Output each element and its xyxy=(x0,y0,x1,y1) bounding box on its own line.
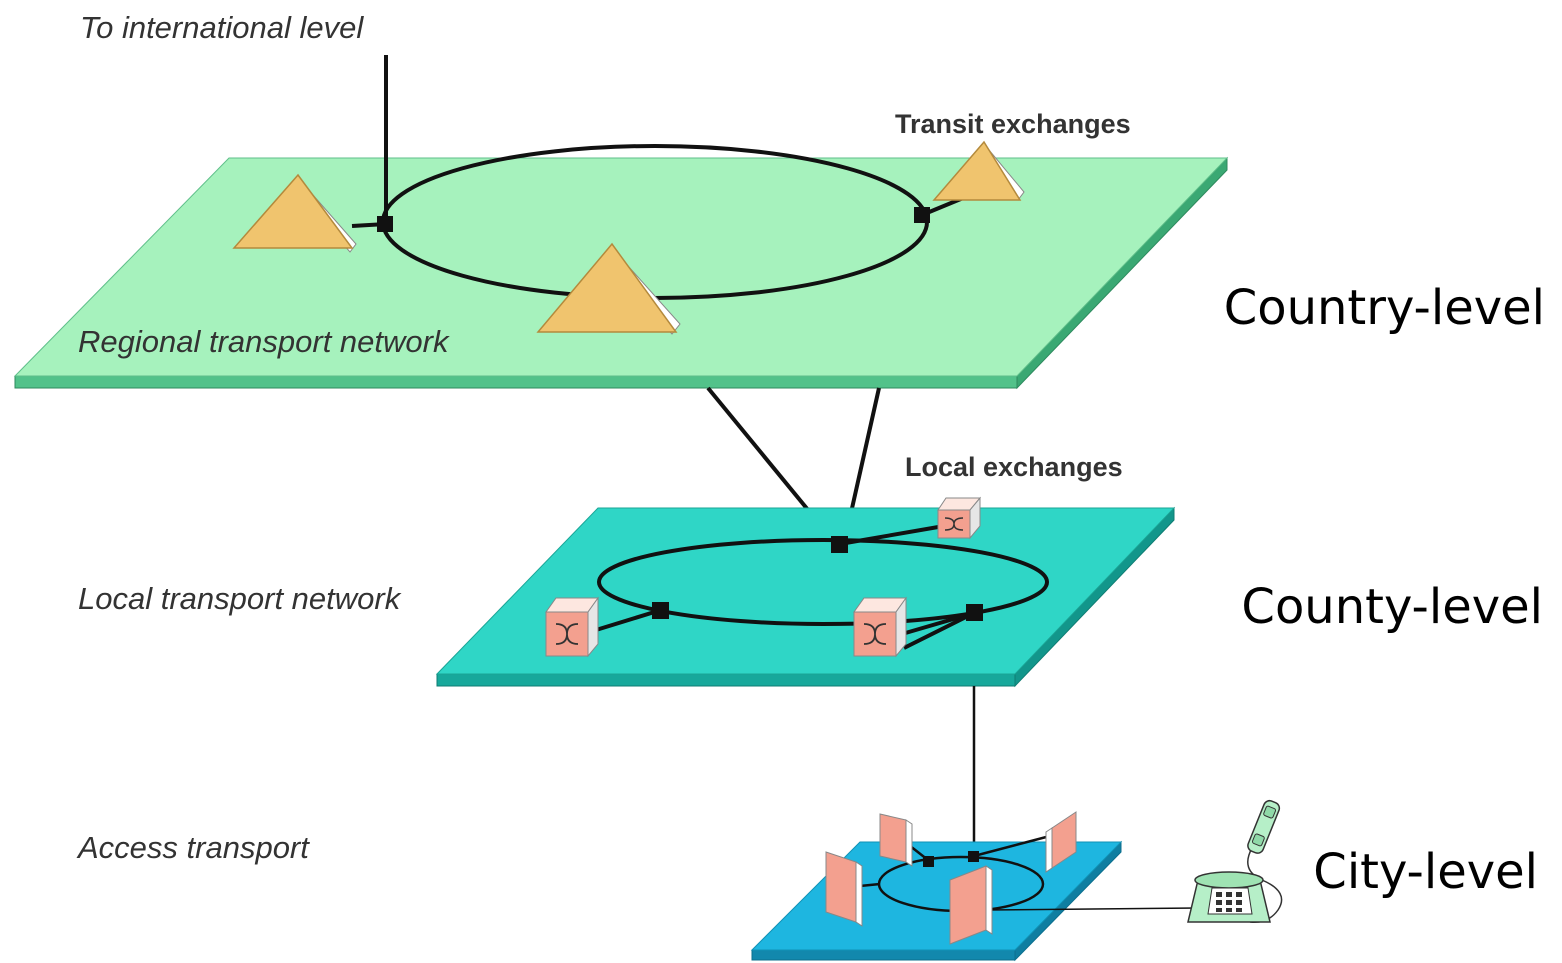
access-spoke-2 xyxy=(973,834,1051,858)
local-exchange-right xyxy=(853,596,907,658)
local-exchanges-label: Local exchanges xyxy=(905,452,1123,482)
regional-node-left xyxy=(377,216,393,232)
local-link-left xyxy=(595,608,662,632)
telephone-icon xyxy=(1187,799,1283,923)
access-node-junction-a xyxy=(923,856,934,867)
international-level-label: To international level xyxy=(80,10,364,45)
local-node-right xyxy=(966,604,983,621)
access-spoke-3 xyxy=(859,882,881,888)
transit-exchange-right xyxy=(921,140,1025,217)
access-node-junction-b xyxy=(968,851,979,862)
access-transport-label: Access transport xyxy=(76,830,310,865)
city-level-label: City-level xyxy=(1313,844,1538,900)
access-node-3 xyxy=(825,851,863,927)
access-node-1 xyxy=(879,813,913,867)
country-level-label: Country-level xyxy=(1224,280,1545,336)
access-phone-line xyxy=(984,907,1199,911)
local-ring xyxy=(597,538,1049,626)
local-node-top xyxy=(831,536,848,553)
local-link-right-b xyxy=(903,611,975,650)
local-exchange-top xyxy=(937,496,982,540)
local-link-right-a xyxy=(901,611,975,636)
local-plane xyxy=(435,506,1176,688)
access-plane xyxy=(750,840,1123,962)
transit-exchanges-label: Transit exchanges xyxy=(895,109,1131,139)
access-node-2 xyxy=(1045,811,1077,873)
local-exchange-left xyxy=(545,596,599,658)
county-level-label: County-level xyxy=(1241,579,1543,635)
local-network-label: Local transport network xyxy=(78,581,402,616)
local-node-left xyxy=(652,602,669,619)
regional-node-right xyxy=(914,207,930,223)
transit-exchange-left xyxy=(232,173,387,253)
local-link-top xyxy=(839,524,945,546)
regional-network-label: Regional transport network xyxy=(78,324,450,359)
transit-exchange-center xyxy=(536,242,681,335)
access-node-4 xyxy=(949,865,993,945)
